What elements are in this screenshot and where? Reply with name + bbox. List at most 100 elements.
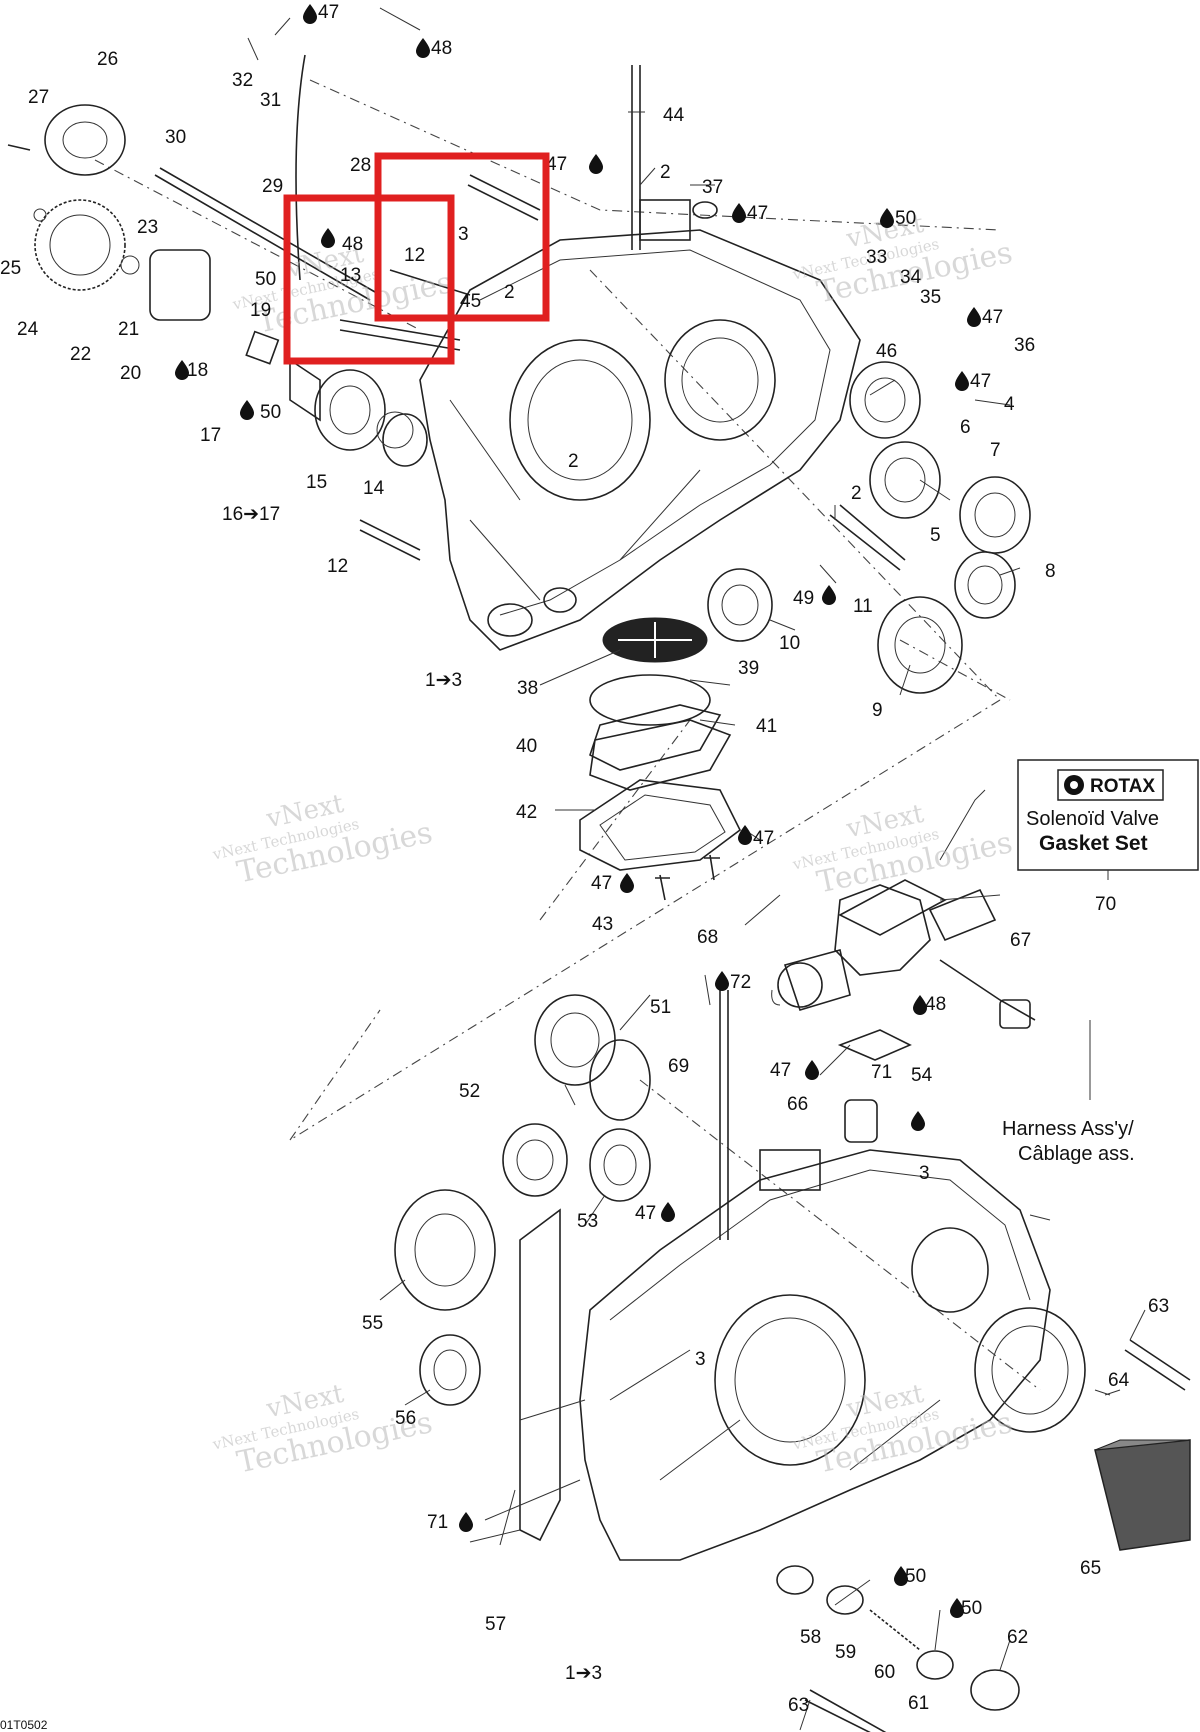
callout: 15 [306, 472, 327, 493]
oil-drop-icon [303, 4, 317, 24]
oil-drop-icon [175, 360, 189, 380]
harness-note-line-2: Câblage ass. [1018, 1143, 1135, 1165]
callout: 3 [695, 1349, 706, 1370]
oil-drop-icon [805, 1060, 819, 1080]
callout: 27 [28, 87, 49, 108]
callout: 71 [871, 1062, 892, 1083]
callout: 3 [919, 1163, 930, 1184]
callout: 42 [516, 802, 537, 823]
lower-right-parts [776, 1214, 1191, 1711]
oil-drop-icons [175, 4, 981, 1618]
oil-drop-icon [459, 1512, 473, 1532]
callout: 64 [1108, 1370, 1130, 1391]
oil-drop-icon [661, 1202, 675, 1222]
callout: 50 [961, 1598, 982, 1619]
callout: 1➔3 [565, 1663, 602, 1684]
callout: 4 [1004, 394, 1015, 415]
callout: 2 [568, 451, 579, 472]
callout: 47 [753, 828, 774, 849]
callout: 52 [459, 1081, 480, 1102]
callout: 48 [925, 994, 946, 1015]
oil-drop-icon [240, 400, 254, 420]
callout: 50 [260, 402, 281, 423]
callout: 47 [591, 873, 612, 894]
callout: 36 [1014, 335, 1035, 356]
solenoid-valve [771, 879, 1036, 1143]
legend-line-2: Gasket Set [1039, 832, 1148, 855]
figure-code: 01T0502 [0, 1718, 48, 1732]
oil-drop-icon [822, 585, 836, 605]
callout: 22 [70, 344, 91, 365]
callout: 11 [853, 596, 873, 617]
callout: 63 [788, 1695, 809, 1716]
callout: 39 [738, 658, 759, 679]
callout: 47 [982, 307, 1003, 328]
upper-crankcase [419, 199, 861, 651]
callout: 61 [908, 1693, 929, 1714]
callout: 2 [660, 162, 671, 183]
callout: 47 [970, 371, 991, 392]
callout: 63 [1148, 1296, 1169, 1317]
callout: 38 [517, 678, 538, 699]
callout: 48 [431, 38, 452, 59]
callout: 47 [318, 2, 339, 23]
highlight-box [283, 194, 455, 365]
callout: 35 [920, 287, 941, 308]
oil-drop-icon [715, 971, 729, 991]
callout-labels: 47 48 32 31 27 26 30 28 29 23 25 24 22 2… [0, 2, 1169, 1716]
callout: 34 [900, 267, 922, 288]
callout: 68 [697, 927, 718, 948]
callout: 65 [1080, 1558, 1101, 1579]
callout: 71 [427, 1512, 448, 1533]
callout: 37 [702, 177, 723, 198]
callout: 57 [485, 1614, 506, 1635]
oil-drop-icon [589, 154, 603, 174]
callout: 62 [1007, 1627, 1028, 1648]
callout: 72 [730, 972, 751, 993]
callout: 21 [118, 319, 139, 340]
legend-ref: 70 [1095, 894, 1116, 915]
oil-drop-icon [416, 38, 430, 58]
callout: 25 [0, 258, 21, 279]
callout: 49 [793, 588, 814, 609]
gasket-set-legend: ROTAX Solenoïd Valve Gasket Set 70 [1017, 759, 1199, 915]
legend-brand: ROTAX [1090, 776, 1155, 797]
callout: 13 [340, 265, 361, 286]
callout: 48 [342, 234, 363, 255]
callout: 17 [200, 425, 221, 446]
callout: 2 [504, 282, 515, 303]
callout: 47 [747, 203, 768, 224]
callout: 55 [362, 1313, 383, 1334]
oil-drop-icon [732, 203, 746, 223]
callout: 53 [577, 1211, 598, 1232]
callout: 60 [874, 1662, 895, 1683]
callout: 43 [592, 914, 613, 935]
oil-drop-icon [911, 1111, 925, 1131]
harness-note-line-1: Harness Ass'y/ [1002, 1118, 1134, 1140]
callout: 12 [327, 556, 348, 577]
callout: 45 [460, 291, 481, 312]
oil-drop-icon [950, 1598, 964, 1618]
callout: 30 [165, 127, 186, 148]
callout: 14 [363, 478, 385, 499]
callout: 31 [260, 90, 281, 111]
oil-drop-icon [967, 307, 981, 327]
callout: 47 [546, 154, 567, 175]
callout: 8 [1045, 561, 1056, 582]
oil-drop-icon [321, 228, 335, 248]
callout: 3 [458, 224, 469, 245]
callout: 29 [262, 176, 283, 197]
callout: 50 [895, 208, 916, 229]
callout: 6 [960, 417, 971, 438]
harness-note: Harness Ass'y/ Câblage ass. [1002, 1118, 1135, 1165]
oil-drop-icon [894, 1566, 908, 1586]
highlight-boxes [283, 152, 550, 365]
callout: 19 [250, 300, 271, 321]
studs-and-shafts [154, 54, 1191, 1732]
callout: 26 [97, 49, 118, 70]
callout: 7 [990, 440, 1001, 461]
callout: 58 [800, 1627, 821, 1648]
oil-drop-icon [955, 371, 969, 391]
callout: 54 [911, 1065, 933, 1086]
